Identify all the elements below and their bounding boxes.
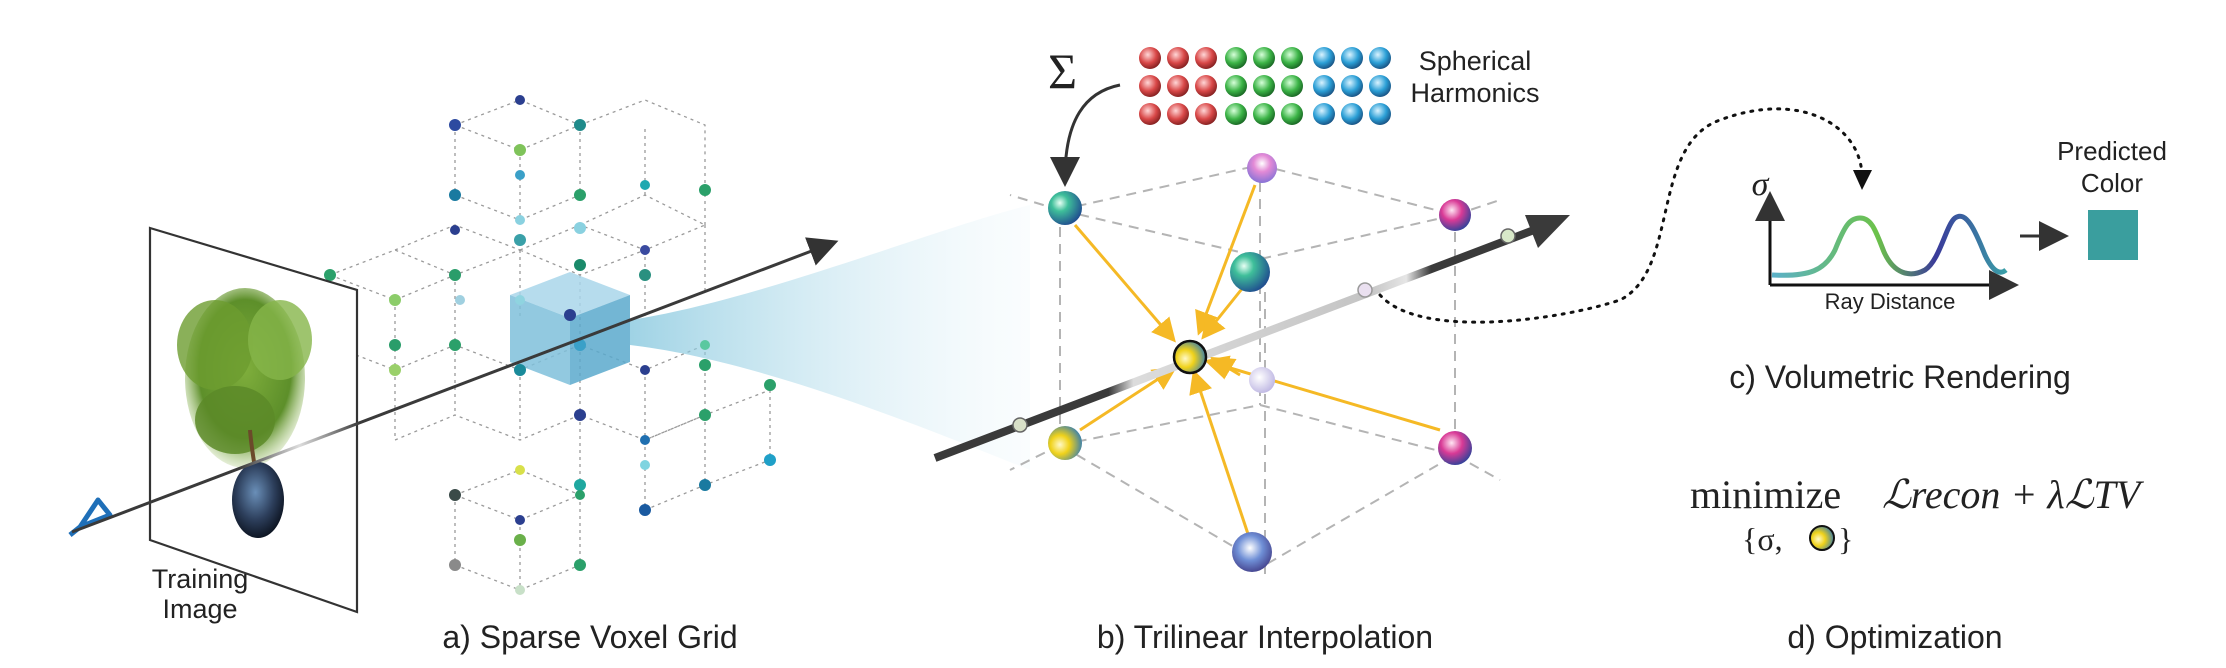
interpolation-beam [630, 205, 1030, 470]
training-image-plane [148, 226, 359, 614]
predicted-color-swatch [2088, 210, 2138, 260]
interpolated-sample-point [1172, 339, 1208, 375]
highlighted-voxel-cube [510, 272, 630, 385]
interpolation-ray [933, 218, 1557, 462]
sh-label: Spherical [1419, 46, 1532, 76]
render-connector [1378, 107, 1864, 324]
panel-a-sparse-voxel-grid: Training Image a) Sparse Voxel Grid [68, 95, 1030, 655]
ray-sample-dot [1012, 417, 1028, 433]
panel-d-caption: d) Optimization [1787, 619, 2002, 655]
optimization-variables-close: } [1838, 521, 1853, 557]
sh-label-2: Harmonics [1410, 78, 1539, 108]
predicted-label: Predicted [2057, 136, 2167, 166]
training-image-label: Training [152, 564, 249, 594]
render-connector-arrowhead [1853, 170, 1872, 190]
density-axis-label: σ [1752, 166, 1770, 203]
ray-distance-label: Ray Distance [1825, 289, 1956, 314]
camera-ray [71, 237, 839, 534]
ray-arrowhead [1525, 215, 1570, 248]
plant-photo [177, 288, 312, 538]
panel-b-caption: b) Trilinear Interpolation [1097, 619, 1433, 655]
panel-a-caption: a) Sparse Voxel Grid [442, 619, 737, 655]
interpolation-arrows [1073, 184, 1441, 541]
objective-terms: ℒrecon + λℒTV [1882, 472, 2145, 517]
density-curve [1771, 213, 2008, 278]
panel-b-trilinear-interpolation: Σ Spherical Harmonics b) Trilinear Inter… [933, 43, 1570, 655]
spherical-harmonics-grid [1139, 47, 1391, 125]
ray-sample-dot [1500, 228, 1516, 244]
sh-coefficient-spheres [1048, 153, 1472, 572]
panel-c-caption: c) Volumetric Rendering [1729, 359, 2070, 395]
minimize-word: minimize [1690, 472, 1841, 517]
sum-to-sphere-arrow [1050, 83, 1121, 187]
sum-symbol: Σ [1048, 43, 1077, 99]
training-image-label-2: Image [162, 594, 237, 624]
panel-d-optimization: minimize ℒrecon + λℒTV {σ, } d) Optimiza… [1690, 472, 2145, 655]
ray-sample-dot [1357, 282, 1373, 298]
sh-variable-icon [1809, 525, 1835, 551]
panel-c-volumetric-rendering: σ Ray Distance Predicted Color c) Volume… [1729, 136, 2167, 395]
predicted-label-2: Color [2081, 168, 2143, 198]
optimization-variables-open: {σ, [1742, 521, 1783, 557]
